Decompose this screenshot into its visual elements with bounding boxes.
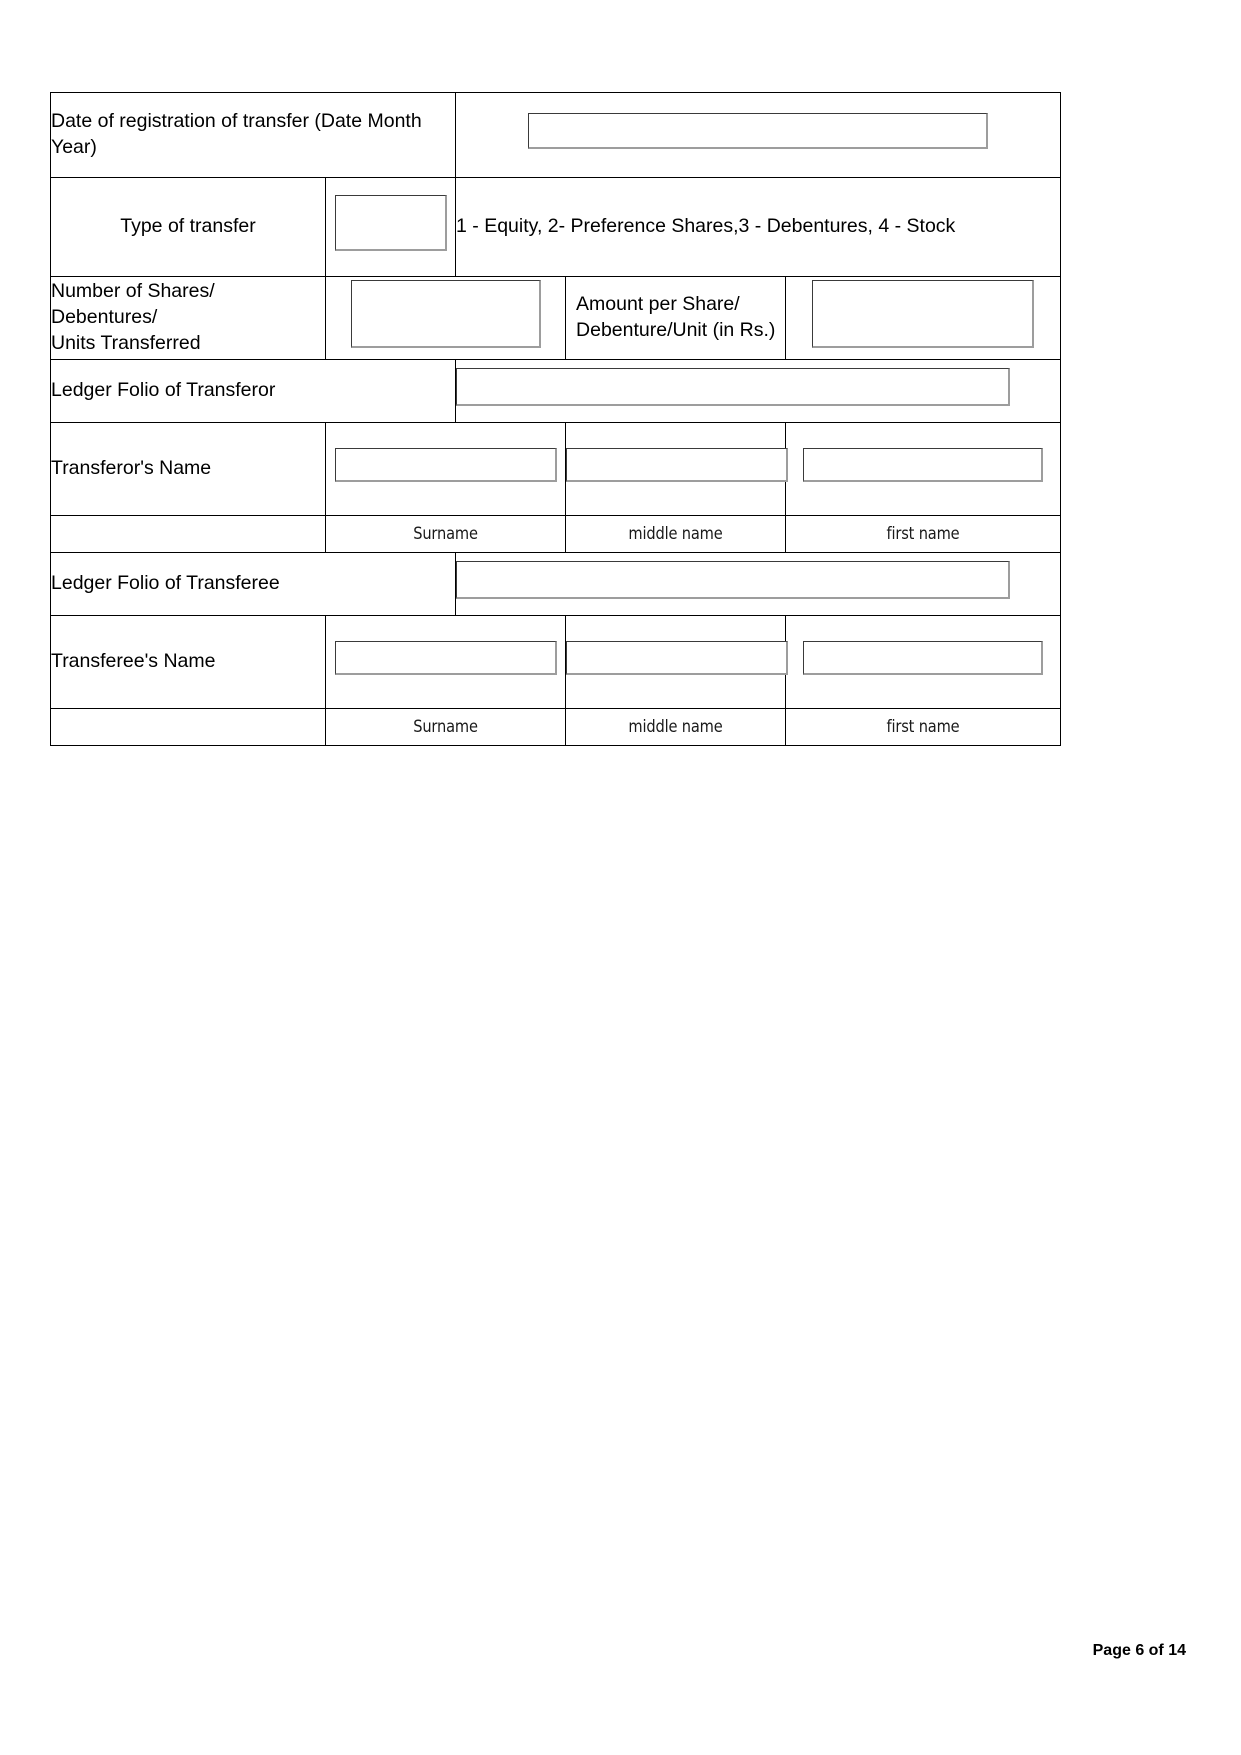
cell-transferee-sublabel-middle-name: middle name (565, 708, 787, 746)
type-of-transfer-input[interactable] (334, 195, 447, 252)
sublabel-transferor-middle-name: middle name (628, 523, 723, 544)
page-footer: Page 6 of 14 (1092, 1642, 1186, 1659)
cell-transferor-middle-name (565, 422, 789, 516)
cell-transferee-first-name (785, 615, 1062, 709)
cell-date-of-registration-field (455, 92, 1062, 178)
label-number-of-shares-line2: Units Transferred (51, 331, 201, 354)
cell-transferee-sublabel-surname: Surname (324, 708, 567, 746)
label-number-of-shares-line1: Number of Shares/ Debentures/ (51, 280, 215, 329)
cell-amount-per-share-field (785, 276, 1062, 360)
cell-transferor-first-name (785, 422, 1062, 516)
label-ledger-folio-transferee: Ledger Folio of Transferee (49, 552, 457, 616)
cell-transferor-surname (324, 422, 567, 516)
row-date-of-registration: Date of registration of transfer (Date M… (49, 92, 1062, 178)
sublabel-transferee-middle-name: middle name (628, 716, 723, 737)
label-transferee-name: Transferee's Name (50, 615, 326, 709)
cell-type-of-transfer-field (324, 177, 457, 277)
ledger-folio-transferee-input[interactable] (456, 561, 1011, 600)
label-date-of-registration: Date of registration of transfer (Date M… (49, 92, 457, 178)
cell-transferee-surname (324, 615, 567, 709)
label-transferor-name: Transferor's Name (50, 422, 326, 516)
transferor-middle-name-input[interactable] (566, 448, 789, 483)
cell-transferor-sublabel-empty (50, 515, 326, 553)
sublabel-transferee-first-name: first name (886, 716, 960, 737)
number-of-shares-input[interactable] (350, 280, 541, 349)
label-ledger-folio-transferor: Ledger Folio of Transferor (49, 359, 457, 423)
row-ledger-folio-transferee: Ledger Folio of Transferee (49, 552, 1062, 616)
label-amount-per-share-line2: Debenture/Unit (in Rs.) (576, 319, 776, 341)
sublabel-transferor-surname: Surname (413, 523, 478, 544)
transferee-first-name-input[interactable] (803, 641, 1044, 676)
share-transfer-form-table: Date of registration of transfer (Date M… (49, 92, 1062, 746)
cell-number-of-shares-field (324, 276, 567, 360)
label-number-of-shares: Number of Shares/ Debentures/ Units Tran… (50, 276, 326, 360)
cell-transferor-sublabel-surname: Surname (324, 515, 567, 553)
label-type-of-transfer: Type of transfer (50, 177, 326, 277)
cell-ledger-folio-transferor-field (455, 359, 1062, 423)
cell-ledger-folio-transferee-field (455, 552, 1062, 616)
row-transferor-name: Transferor's Name (50, 422, 1062, 516)
transferee-middle-name-input[interactable] (566, 641, 789, 676)
row-ledger-folio-transferor: Ledger Folio of Transferor (49, 359, 1062, 423)
ledger-folio-transferor-input[interactable] (456, 368, 1011, 407)
label-amount-per-share: Amount per Share/ Debenture/Unit (in Rs.… (565, 276, 787, 360)
row-type-of-transfer: Type of transfer 1 - Equity, 2- Preferen… (50, 177, 1062, 277)
sublabel-transferee-surname: Surname (413, 716, 478, 737)
row-shares-and-amount: Number of Shares/ Debentures/ Units Tran… (50, 276, 1062, 360)
row-transferee-name-sublabels: Surname middle name first name (50, 708, 1062, 746)
sublabel-transferor-first-name: first name (886, 523, 960, 544)
amount-per-share-input[interactable] (812, 280, 1035, 349)
note-type-of-transfer-legend: 1 - Equity, 2- Preference Shares,3 - Deb… (455, 177, 1062, 277)
row-transferor-name-sublabels: Surname middle name first name (50, 515, 1062, 553)
cell-transferee-middle-name (565, 615, 789, 709)
label-amount-per-share-line1: Amount per Share/ (576, 293, 740, 316)
transferee-surname-input[interactable] (334, 641, 557, 676)
cell-transferor-sublabel-first-name: first name (785, 515, 1062, 553)
cell-transferee-sublabel-empty (50, 708, 326, 746)
transferor-first-name-input[interactable] (803, 448, 1044, 483)
transferor-surname-input[interactable] (334, 448, 557, 483)
cell-transferee-sublabel-first-name: first name (785, 708, 1062, 746)
cell-transferor-sublabel-middle-name: middle name (565, 515, 787, 553)
row-transferee-name: Transferee's Name (50, 615, 1062, 709)
date-of-registration-input[interactable] (528, 113, 989, 150)
